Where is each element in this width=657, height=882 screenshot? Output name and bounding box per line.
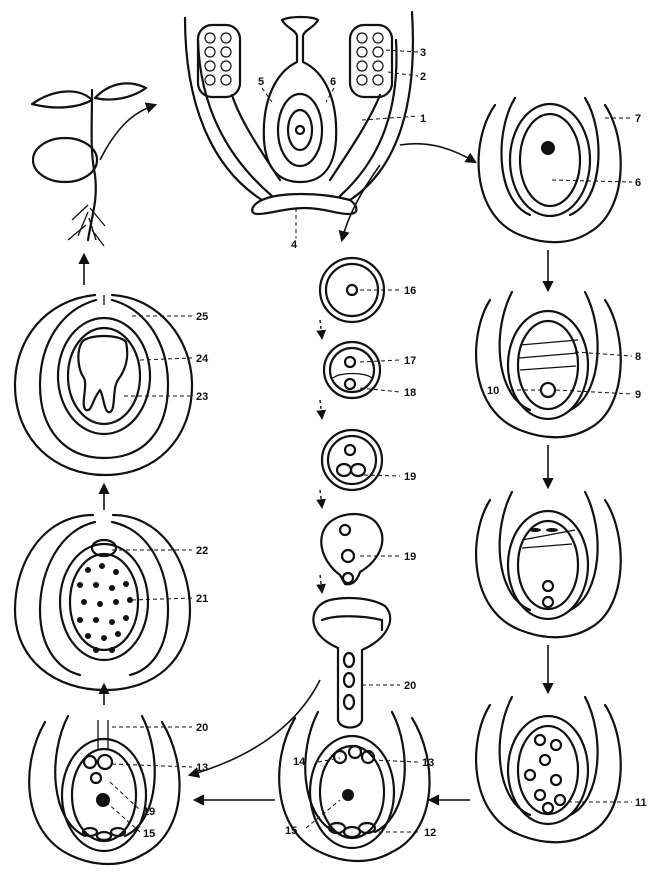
- ovule-double-fertilization: [29, 716, 179, 864]
- ovule-embryo-sac: [279, 712, 429, 861]
- ovule-functional-megaspore: [476, 492, 621, 637]
- anther-left-pollen: [205, 33, 231, 85]
- label-23: 23: [196, 391, 208, 403]
- anther-right-pollen: [357, 33, 383, 85]
- flower: [185, 12, 413, 238]
- ovule-endosperm-development: [15, 515, 190, 690]
- label-4: 4: [291, 239, 298, 251]
- label-13-fertilization: 13: [196, 762, 208, 774]
- label-20-fertilization: 20: [196, 722, 208, 734]
- label-10: 10: [487, 385, 499, 397]
- label-16: 16: [404, 285, 416, 297]
- label-8: 8: [635, 351, 641, 363]
- label-15-embryo-sac: 15: [285, 825, 297, 837]
- label-24: 24: [196, 353, 209, 365]
- label-14: 14: [293, 756, 306, 768]
- label-6-ovule: 6: [635, 177, 641, 189]
- label-20-pollen-tube: 20: [404, 680, 416, 692]
- label-18: 18: [404, 387, 416, 399]
- label-6-flower: 6: [330, 76, 336, 88]
- ovule-eight-nucleate: [476, 697, 621, 842]
- label-5: 5: [258, 76, 264, 88]
- label-11: 11: [635, 797, 647, 809]
- seedling: [32, 83, 146, 246]
- label-15-fertilization: 15: [143, 828, 155, 840]
- pollen-series: [313, 258, 390, 728]
- label-1: 1: [420, 113, 426, 125]
- label-19-fertilization: 19: [143, 806, 155, 818]
- label-25: 25: [196, 311, 208, 323]
- label-12: 12: [424, 827, 436, 839]
- ovule-megaspore-mother-cell: [479, 98, 621, 242]
- ovule-megaspore-tetrad: [476, 292, 621, 437]
- label-13-embryo-sac: 13: [422, 757, 434, 769]
- labels: 1 2 3 4 5 6 7 6 8 9 10 11 12 13 14 15 16…: [143, 47, 647, 840]
- label-3: 3: [420, 47, 426, 59]
- label-21: 21: [196, 593, 208, 605]
- label-19-pollen-a: 19: [404, 471, 416, 483]
- label-9: 9: [635, 389, 641, 401]
- label-7: 7: [635, 113, 641, 125]
- leader-lines: [106, 50, 632, 832]
- label-17: 17: [404, 355, 416, 367]
- label-2: 2: [420, 71, 426, 83]
- seed-with-embryo: [15, 295, 192, 475]
- label-19-pollen-b: 19: [404, 551, 416, 563]
- label-22: 22: [196, 545, 208, 557]
